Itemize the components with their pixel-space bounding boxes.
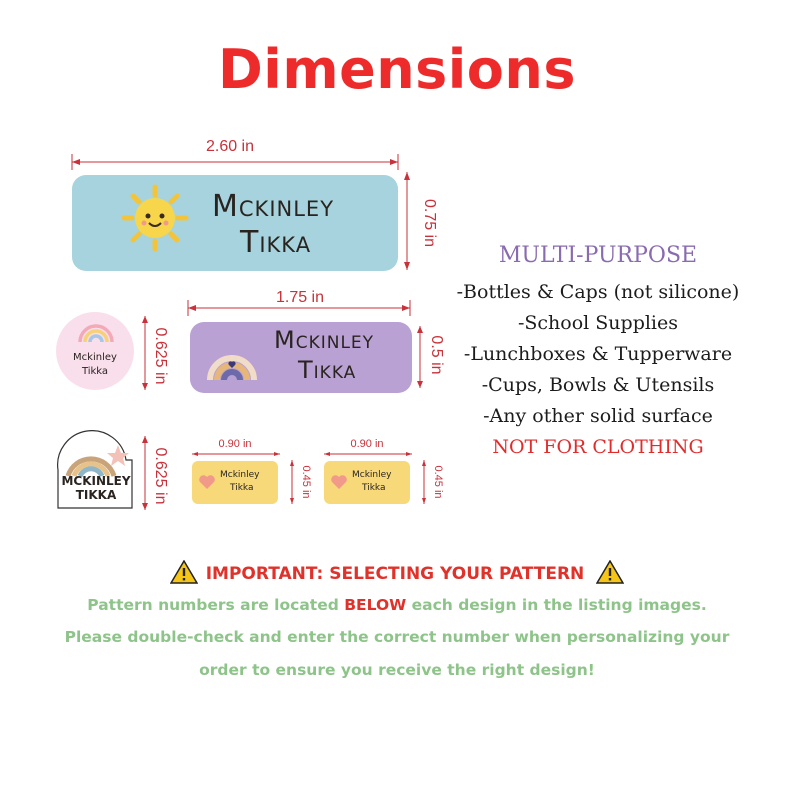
small-label-a-first-name: Mckinley	[220, 470, 260, 480]
heart-icon	[199, 475, 215, 489]
small-label-a-height: 0.45 in	[300, 465, 312, 499]
shaped-label-height: 0.625 in	[152, 447, 169, 505]
multi-purpose-title: MULTI-PURPOSE	[498, 243, 698, 268]
medium-label-width: 1.75 in	[275, 289, 325, 306]
large-label-width: 2.60 in	[205, 138, 255, 155]
large-label: Mckinley Tikka	[72, 175, 398, 271]
round-label-first-name: Mckinley	[73, 352, 117, 363]
warning-icon	[595, 559, 625, 584]
page-title: Dimensions	[217, 38, 576, 101]
shaped-label-first-name: MCKINLEY	[61, 474, 131, 488]
heart-icon	[331, 475, 347, 489]
shaped-label-last-name: TIKKA	[75, 488, 117, 502]
shaped-label: MCKINLEY TIKKA	[52, 430, 138, 512]
large-label-height: 0.75 in	[421, 198, 438, 248]
small-label-b: Mckinley Tikka	[324, 461, 410, 504]
shaped-label-dimension-line	[142, 436, 148, 510]
medium-label-dimension-lines	[187, 300, 423, 388]
important-heading: IMPORTANT: SELECTING YOUR PATTERN	[205, 564, 585, 584]
multi-purpose-item: -Bottles & Caps (not silicone)	[456, 281, 740, 303]
large-label-first-name: Mckinley	[212, 189, 335, 224]
important-heading-row: IMPORTANT: SELECTING YOUR PATTERN	[0, 559, 794, 584]
star-icon	[107, 445, 129, 466]
multi-purpose-item: -Any other solid surface	[483, 405, 713, 427]
medium-label: Mckinley Tikka	[190, 322, 412, 393]
warning-icon	[169, 559, 199, 584]
round-label-last-name: Tikka	[81, 366, 109, 377]
rainbow-icon	[57, 430, 133, 509]
round-label-height: 0.625 in	[152, 327, 169, 385]
medium-label-height: 0.5 in	[428, 335, 445, 375]
multi-purpose-item: -Lunchboxes & Tupperware	[463, 343, 733, 365]
small-label-a-dimension-lines	[192, 452, 294, 504]
small-label-b-width: 0.90 in	[350, 438, 384, 450]
round-label: Mckinley Tikka	[56, 312, 134, 390]
multi-purpose-item: -Cups, Bowls & Utensils	[481, 374, 715, 396]
small-label-a: Mckinley Tikka	[192, 461, 278, 504]
small-label-b-first-name: Mckinley	[352, 470, 392, 480]
below-emphasis: BELOW	[344, 596, 407, 614]
small-label-a-last-name: Tikka	[230, 483, 254, 493]
rainbow-icon	[207, 355, 257, 381]
medium-label-first-name: Mckinley	[274, 326, 375, 354]
pattern-note-line-1: Pattern numbers are located BELOW each d…	[87, 596, 707, 614]
small-label-b-last-name: Tikka	[362, 483, 386, 493]
not-for-clothing-warning: NOT FOR CLOTHING	[492, 436, 704, 458]
large-label-dimension-lines	[71, 154, 410, 270]
pattern-note-line-2: Please double-check and enter the correc…	[64, 628, 730, 646]
small-label-b-dimension-lines	[324, 452, 426, 504]
pattern-note-line-3: order to ensure you receive the right de…	[199, 661, 595, 679]
round-label-dimension-line	[142, 316, 148, 390]
small-label-a-width: 0.90 in	[218, 438, 252, 450]
large-label-last-name: Tikka	[240, 225, 312, 260]
rainbow-icon	[78, 324, 114, 343]
small-label-b-height: 0.45 in	[432, 465, 444, 499]
multi-purpose-item: -School Supplies	[517, 312, 679, 334]
medium-label-last-name: Tikka	[298, 356, 357, 384]
sun-icon	[121, 184, 189, 252]
